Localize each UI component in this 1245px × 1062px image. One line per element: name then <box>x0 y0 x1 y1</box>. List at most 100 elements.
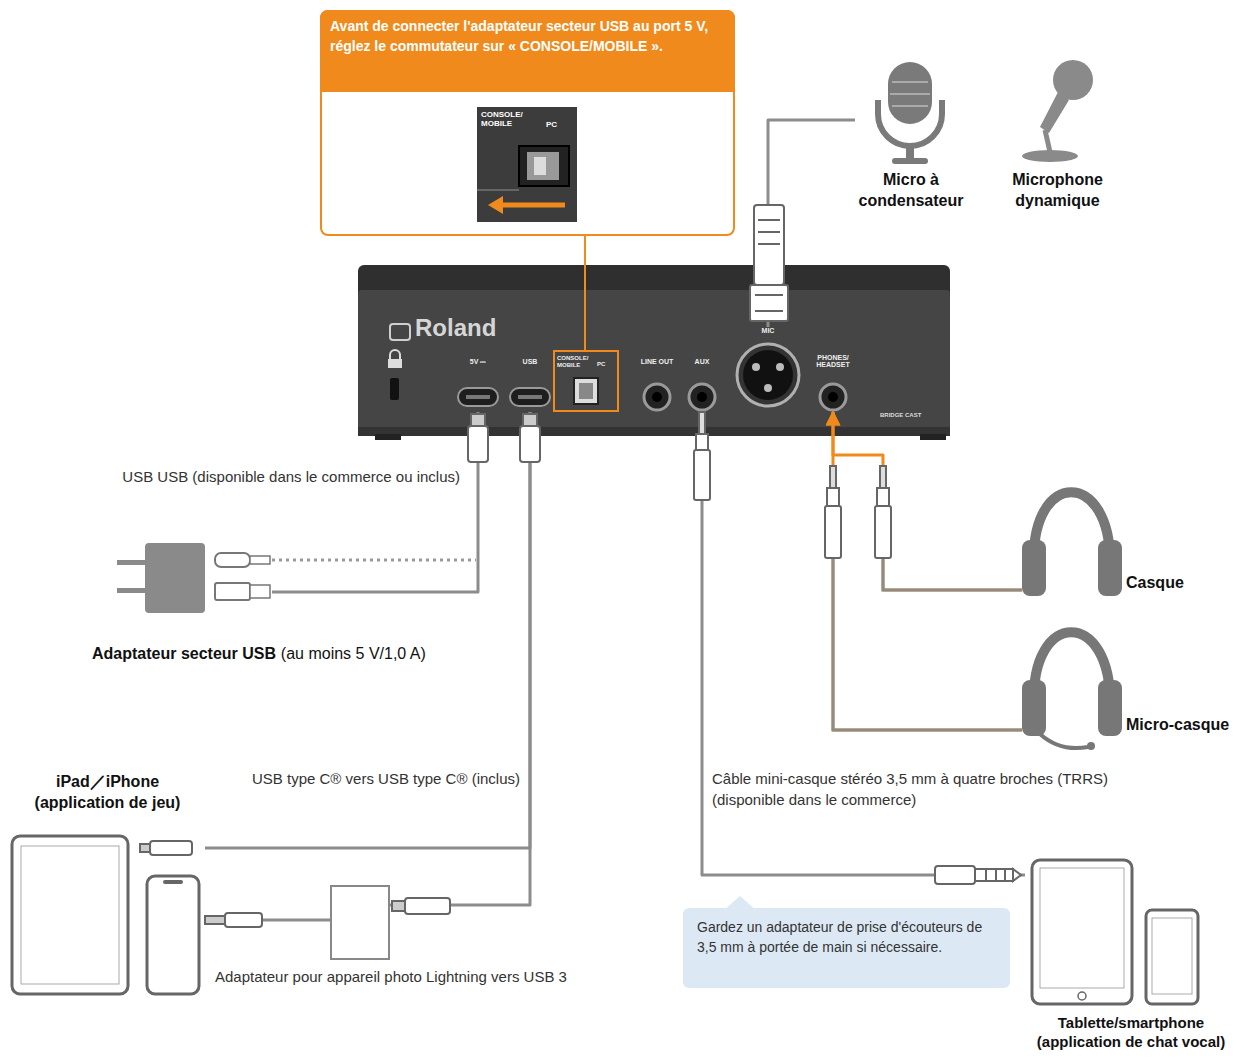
rect-shape <box>510 388 550 406</box>
dynamic-mic: Microphone dynamique <box>985 55 1130 220</box>
path-shape <box>390 350 400 360</box>
rect-shape <box>358 427 950 436</box>
rect-shape <box>1022 680 1046 736</box>
polygon-shape <box>1013 869 1021 881</box>
jack-plugs <box>694 412 891 558</box>
port-phones: PHONES/ HEADSET <box>806 352 860 412</box>
ipad-iphone-icon <box>12 836 199 994</box>
cable-label-text: USB type C® vers USB type C® (inclus) <box>252 770 520 787</box>
line-shape <box>892 81 928 83</box>
node-text: USB <box>523 358 538 365</box>
circle-shape <box>752 363 760 371</box>
text-block: Adaptateur pour appareil photo Lightning… <box>215 967 655 987</box>
cable-connector <box>272 412 478 592</box>
circle-shape <box>820 384 846 410</box>
note-box: Gardez un adaptateur de prise d'écouteur… <box>683 908 1010 988</box>
circle-shape <box>828 392 838 402</box>
line-shape <box>477 189 519 191</box>
rect-shape <box>405 898 450 914</box>
cable-label: Câble mini-casque stéréo 3,5 mm à quatre… <box>712 768 1132 810</box>
condenser-mic-icon <box>878 62 942 164</box>
condenser-mic: Micro à condensateur <box>855 55 967 220</box>
rect-shape <box>1032 860 1132 1004</box>
circle-shape <box>737 344 799 406</box>
node-text: LINE OUT <box>641 358 674 365</box>
circle-shape <box>652 392 662 402</box>
text-block: Gardez un adaptateur de prise d'écouteur… <box>683 908 1010 967</box>
text-block: Adaptateur secteur USB(au moins 5 V/1,0 … <box>92 644 562 665</box>
headset: Micro-casque <box>1022 620 1240 740</box>
node-text: Casque <box>1126 574 1184 591</box>
rect-shape <box>892 158 928 164</box>
rect-shape <box>975 869 1013 881</box>
rect-shape <box>358 290 950 435</box>
text-block: Micro-casque <box>1126 715 1238 736</box>
rect-shape <box>920 434 946 440</box>
rect-shape <box>1098 680 1122 736</box>
text-block: Tablette/smartphone (application de chat… <box>1021 1014 1241 1052</box>
line-shape <box>890 93 930 95</box>
rect-shape <box>466 395 490 399</box>
text-block: iPad／iPhone (application de jeu) <box>10 772 205 814</box>
node-text: AUX <box>695 358 710 365</box>
circle-shape <box>764 384 772 392</box>
callout-box: Avant de connecter l'adaptateur secteur … <box>320 10 735 236</box>
node-text: MIC <box>762 327 775 334</box>
circle-shape <box>743 350 793 400</box>
device-panel: Roland 5V ⎓ USB CONSOLE/ MOBILE PC LINE OUT AU… <box>358 265 950 435</box>
power-adapter-icon <box>117 543 270 613</box>
port-line-out: LINE OUT <box>635 355 679 412</box>
headphones-icon <box>1022 492 1122 596</box>
rect-shape <box>888 62 932 124</box>
cable-label-text: Câble mini-casque stéréo 3,5 mm à quatre… <box>712 770 1108 808</box>
cable-label: USB USB (disponible dans le commerce ou … <box>120 466 460 487</box>
text-block: PC <box>597 361 615 368</box>
rect-shape <box>754 205 784 285</box>
rect-shape <box>875 506 891 558</box>
cable-connector <box>833 412 1022 590</box>
cable-label: USB type C® vers USB type C® (inclus) <box>240 768 520 789</box>
dynamic-mic-icon <box>1022 60 1093 162</box>
node-text: Roland <box>415 314 496 341</box>
rect-shape <box>163 880 183 884</box>
port-mic: MIC <box>736 327 800 412</box>
cable-label-text: USB USB (disponible dans le commerce ou … <box>122 468 460 485</box>
node-text: PC <box>597 361 605 367</box>
rect-shape <box>117 588 145 593</box>
rect-shape <box>579 383 593 399</box>
rect-shape <box>205 916 225 924</box>
rect-shape <box>694 450 710 500</box>
line-shape <box>755 310 783 312</box>
switch-picture <box>477 107 577 222</box>
node-text: Gardez un adaptateur de prise d'écouteur… <box>697 919 982 955</box>
cable-connector <box>584 236 586 350</box>
text-block: USB <box>508 358 552 365</box>
rect-shape <box>574 378 598 404</box>
cable-connector <box>833 412 1022 730</box>
headphone-cable <box>883 555 1022 590</box>
circle-shape <box>776 363 784 371</box>
line-shape <box>1004 869 1006 881</box>
text-block: AUX <box>680 358 724 365</box>
circle-shape <box>689 384 715 410</box>
rect-shape <box>117 560 145 565</box>
text-block: 5V ⎓ <box>456 358 500 365</box>
rect-shape <box>458 388 498 406</box>
rect-shape <box>1022 540 1046 596</box>
path-shape <box>878 100 942 146</box>
node-text: Micro à condensateur <box>859 171 964 209</box>
rect-shape <box>825 506 841 558</box>
line-shape <box>985 869 987 881</box>
rect-shape <box>534 157 546 175</box>
rect-shape <box>225 913 262 927</box>
node-text: CONSOLE/ MOBILE <box>557 355 588 368</box>
usb-plugs <box>140 414 540 927</box>
rect-shape <box>1152 918 1192 994</box>
text-block: PHONES/ HEADSET <box>806 354 860 369</box>
circle-shape <box>1087 742 1095 750</box>
